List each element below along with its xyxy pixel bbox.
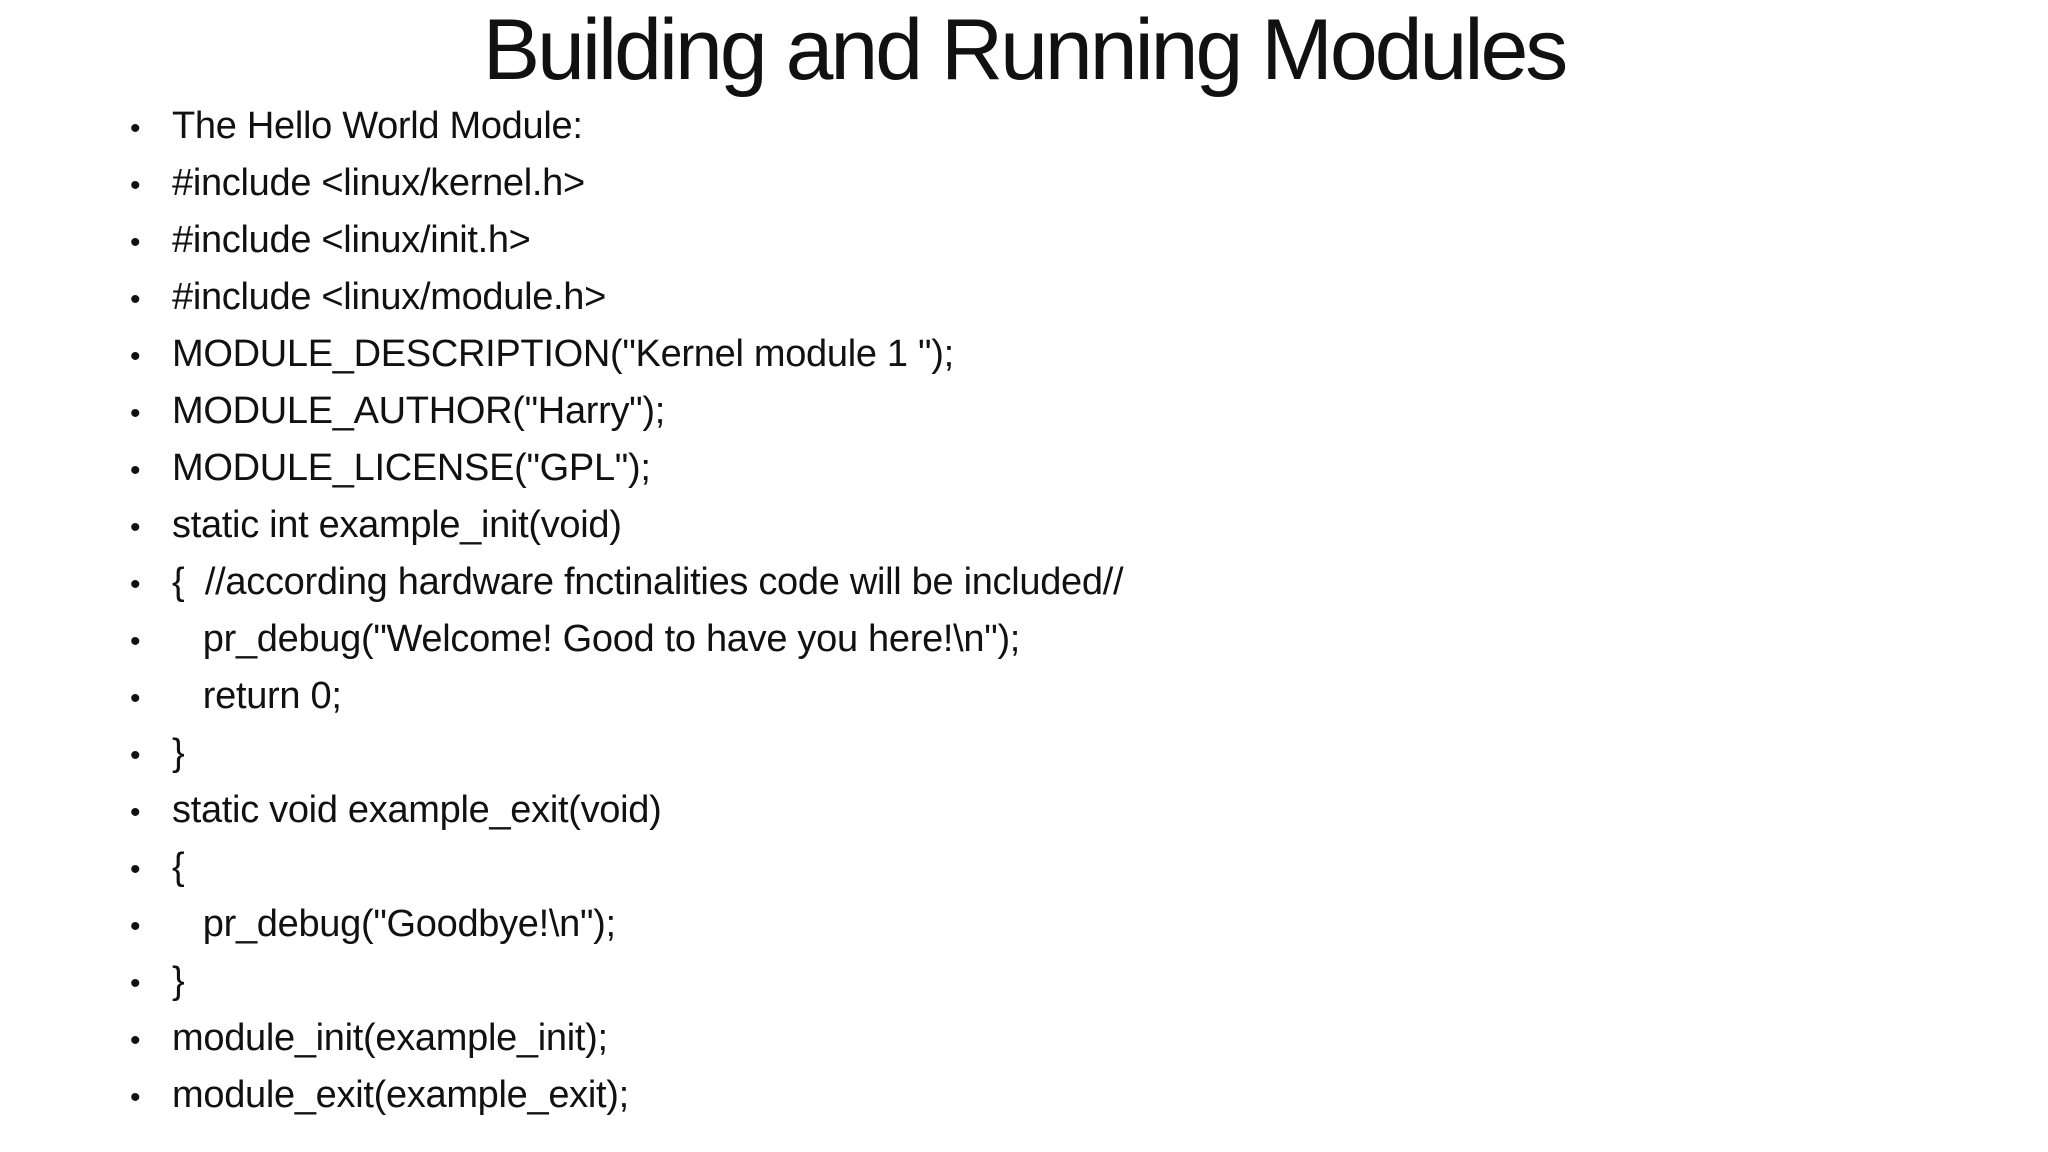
bullet-text: { //according hardware fnctinalities cod… bbox=[172, 561, 1124, 603]
list-item: • MODULE_LICENSE("GPL"); bbox=[128, 440, 2008, 497]
list-item: • MODULE_DESCRIPTION("Kernel module 1 ")… bbox=[128, 326, 2008, 383]
bullet-icon: • bbox=[130, 682, 141, 715]
bullet-list: • The Hello World Module: • #include <li… bbox=[0, 98, 2048, 1124]
bullet-icon: • bbox=[130, 625, 141, 658]
bullet-icon: • bbox=[130, 853, 141, 886]
list-item: • } bbox=[128, 725, 2008, 782]
bullet-text: return 0; bbox=[172, 675, 342, 717]
list-item: • pr_debug("Welcome! Good to have you he… bbox=[128, 611, 2008, 668]
bullet-text: } bbox=[172, 732, 185, 774]
bullet-icon: • bbox=[130, 112, 141, 145]
list-item: • } bbox=[128, 953, 2008, 1010]
bullet-icon: • bbox=[130, 283, 141, 316]
bullet-icon: • bbox=[130, 568, 141, 601]
list-item: • pr_debug("Goodbye!\n"); bbox=[128, 896, 2008, 953]
list-item: • #include <linux/init.h> bbox=[128, 212, 2008, 269]
list-item: • module_exit(example_exit); bbox=[128, 1067, 2008, 1124]
bullet-text: static void example_exit(void) bbox=[172, 789, 662, 831]
list-item: • { //according hardware fnctinalities c… bbox=[128, 554, 2008, 611]
bullet-text: #include <linux/kernel.h> bbox=[172, 162, 585, 204]
bullet-icon: • bbox=[130, 511, 141, 544]
bullet-icon: • bbox=[130, 226, 141, 259]
bullet-icon: • bbox=[130, 397, 141, 430]
page-title: Building and Running Modules bbox=[482, 2, 1569, 98]
list-item: • #include <linux/module.h> bbox=[128, 269, 2008, 326]
bullet-icon: • bbox=[130, 454, 141, 487]
bullet-text: module_init(example_init); bbox=[172, 1017, 608, 1059]
list-item: • static void example_exit(void) bbox=[128, 782, 2008, 839]
bullet-icon: • bbox=[130, 1081, 141, 1114]
bullet-text: pr_debug("Goodbye!\n"); bbox=[172, 903, 616, 945]
bullet-icon: • bbox=[130, 1024, 141, 1057]
bullet-text: { bbox=[172, 846, 185, 888]
bullet-text: MODULE_DESCRIPTION("Kernel module 1 "); bbox=[172, 333, 954, 375]
list-item: • { bbox=[128, 839, 2008, 896]
bullet-text: MODULE_AUTHOR("Harry"); bbox=[172, 390, 665, 432]
list-item: • The Hello World Module: bbox=[128, 98, 2008, 155]
bullet-icon: • bbox=[130, 910, 141, 943]
bullet-icon: • bbox=[130, 169, 141, 202]
bullet-text: pr_debug("Welcome! Good to have you here… bbox=[172, 618, 1021, 660]
bullet-text: #include <linux/module.h> bbox=[172, 276, 607, 318]
bullet-text: The Hello World Module: bbox=[172, 105, 583, 147]
bullet-text: MODULE_LICENSE("GPL"); bbox=[172, 447, 651, 489]
list-item: • #include <linux/kernel.h> bbox=[128, 155, 2008, 212]
bullet-text: } bbox=[172, 960, 185, 1002]
list-item: • MODULE_AUTHOR("Harry"); bbox=[128, 383, 2008, 440]
list-item: • module_init(example_init); bbox=[128, 1010, 2008, 1067]
bullet-text: #include <linux/init.h> bbox=[172, 219, 531, 261]
list-item: • return 0; bbox=[128, 668, 2008, 725]
bullet-text: module_exit(example_exit); bbox=[172, 1074, 629, 1116]
list-item: • static int example_init(void) bbox=[128, 497, 2008, 554]
bullet-icon: • bbox=[130, 340, 141, 373]
bullet-icon: • bbox=[130, 967, 141, 1000]
bullet-text: static int example_init(void) bbox=[172, 504, 622, 546]
bullet-icon: • bbox=[130, 796, 141, 829]
bullet-icon: • bbox=[130, 739, 141, 772]
